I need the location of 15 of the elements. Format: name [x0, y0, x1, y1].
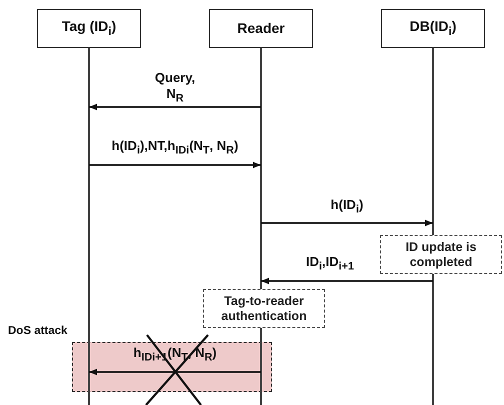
- region-heading: DoS attack: [8, 325, 68, 337]
- message-arrow: [261, 278, 433, 284]
- participant-box: Tag (ID$_{i}$): [37, 9, 141, 48]
- message-arrow: [89, 104, 261, 110]
- message-arrow: [89, 162, 261, 168]
- message-arrow: [261, 220, 433, 226]
- edge-label: h(ID$_{i}$),NT,h$_{IDi}$(N$_{T}$, N$_{R}$): [112, 138, 238, 158]
- edge-label: h(ID$_{i}$): [330, 197, 364, 217]
- edge-label: ID$_{i}$,ID$_{i+1}$: [306, 254, 354, 274]
- note-box: ID update is completed: [380, 235, 502, 274]
- participant-box: DB(ID$_{i}$): [381, 9, 485, 48]
- edge-label: Query, N$_{R}$: [154, 70, 196, 106]
- message-arrow: [89, 368, 261, 376]
- note-box: Tag-to-reader authentication: [203, 289, 325, 328]
- participant-box: Reader: [209, 9, 313, 48]
